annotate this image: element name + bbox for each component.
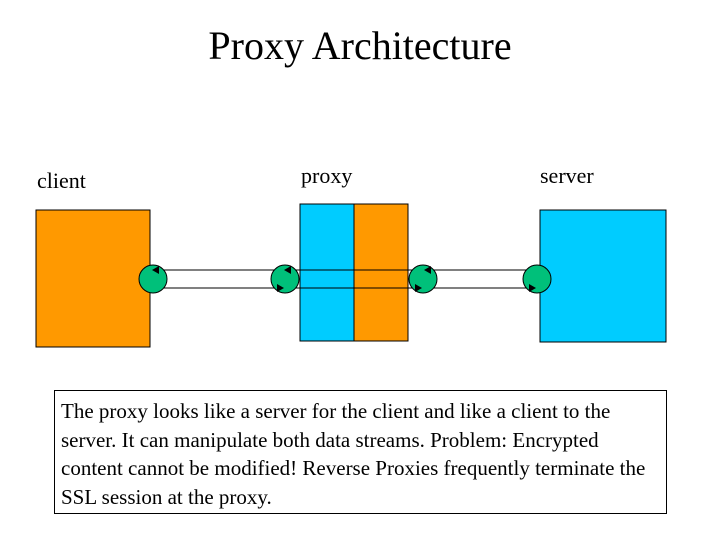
proxy-label: proxy <box>301 163 353 188</box>
slide-title: Proxy Architecture <box>208 23 512 68</box>
client-label: client <box>37 168 86 193</box>
explanation-textbox: The proxy looks like a server for the cl… <box>54 390 667 514</box>
arrowhead-proxy-in <box>277 284 284 292</box>
proxy-outbound-node <box>408 264 438 294</box>
proxy-server-side <box>299 203 355 342</box>
arrowhead-client-in <box>152 266 159 274</box>
proxy-client-side <box>353 203 409 342</box>
client-box <box>35 209 151 348</box>
server-endpoint-node <box>522 264 552 294</box>
arrowhead-server-in <box>529 284 536 292</box>
server-box <box>539 209 667 343</box>
arrowhead-proxy-back <box>284 266 291 274</box>
arrowhead-proxy-out <box>415 284 422 292</box>
arrowhead-proxy-server-back <box>424 266 431 274</box>
client-endpoint-node <box>138 264 168 294</box>
proxy-inbound-node <box>270 264 300 294</box>
server-label: server <box>540 163 594 188</box>
